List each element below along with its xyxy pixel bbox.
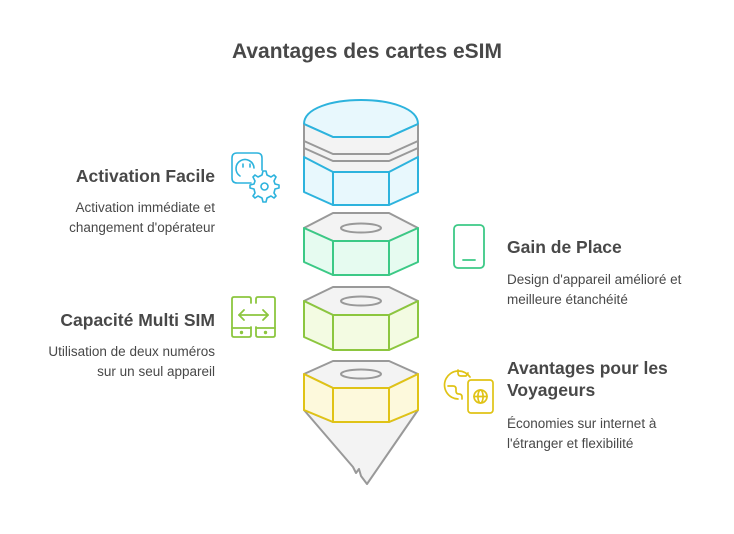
- nut-hole: [340, 368, 382, 380]
- cap-hex-front: [332, 171, 390, 206]
- description-line: l'étranger et flexibilité: [507, 436, 634, 451]
- segment-avantages-voyageurs: [303, 360, 419, 485]
- description-line: Économies sur internet à: [507, 416, 657, 431]
- description-line: Design d'appareil amélioré et: [507, 272, 682, 287]
- item-heading-activation-facile: Activation Facile: [75, 166, 215, 186]
- segment-activation-facile: [302, 99, 420, 206]
- description-line: Activation immédiate et: [75, 200, 215, 215]
- collar-line-2: [303, 147, 419, 162]
- item-heading-capacite-multi-sim: Capacité Multi SIM: [60, 310, 215, 330]
- description-line: sur un seul appareil: [97, 364, 215, 379]
- item-description-gain-de-place: Design d'appareil amélioré et meilleure …: [507, 270, 727, 310]
- item-heading-gain-de-place: Gain de Place: [507, 237, 622, 257]
- item-heading-avantages-voyageurs: Avantages pour les Voyageurs: [507, 357, 727, 401]
- nut-hole: [340, 295, 382, 307]
- description-line: meilleure étanchéité: [507, 292, 628, 307]
- plug-gear-icon: [231, 152, 280, 203]
- description-line: changement d'opérateur: [69, 220, 215, 235]
- diagram-title: Avantages des cartes eSIM: [231, 40, 503, 63]
- item-description-capacite-multi-sim: Utilisation de deux numéros sur un seul …: [0, 342, 215, 382]
- cap-hex-right: [388, 156, 419, 206]
- cap-dome: [302, 99, 420, 138]
- nut-hole: [340, 222, 382, 234]
- description-line: Utilisation de deux numéros: [48, 344, 215, 359]
- segment-gain-de-place: [303, 212, 419, 276]
- heading-line: Voyageurs: [507, 380, 596, 400]
- smartphone-icon: [453, 224, 485, 269]
- item-description-activation-facile: Activation immédiate et changement d'opé…: [0, 198, 215, 238]
- collar-line-1: [303, 140, 419, 155]
- dual-phone-swap-icon: [231, 296, 276, 338]
- item-description-avantages-voyageurs: Économies sur internet à l'étranger et f…: [507, 414, 727, 454]
- heading-line: Avantages pour les: [507, 358, 668, 378]
- globe-passport-icon: [443, 369, 494, 414]
- segment-capacite-multi-sim: [303, 286, 419, 351]
